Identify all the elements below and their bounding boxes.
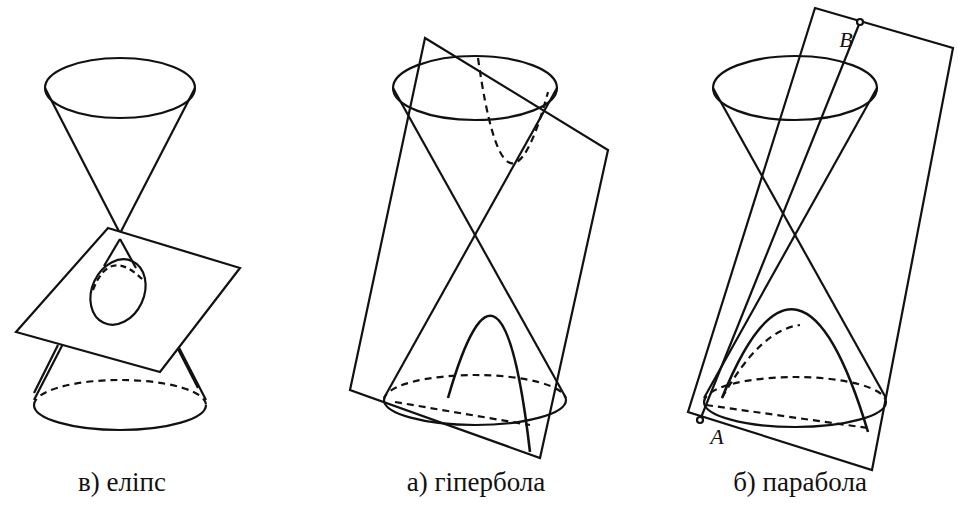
cone-parabola (688, 8, 953, 470)
caption-label: а) гіпербола (407, 469, 546, 496)
point-label: B (839, 29, 852, 51)
cone-ellipse (16, 58, 240, 430)
cone-hyperbola (350, 38, 608, 458)
point-label: A (710, 426, 723, 448)
caption-label: б) парабола (733, 469, 867, 496)
caption-label: в) еліпс (78, 469, 166, 496)
